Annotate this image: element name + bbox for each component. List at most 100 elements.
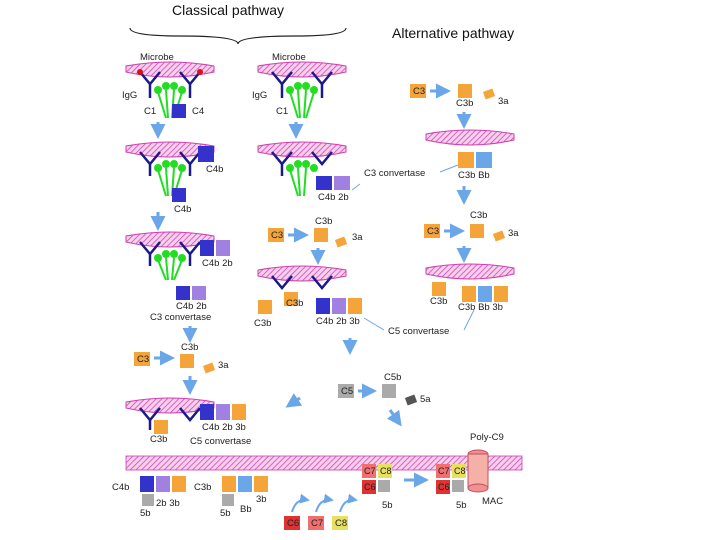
c5b-block [378, 480, 390, 492]
c3b-block [458, 84, 472, 98]
antigen-dot [137, 69, 143, 75]
c5-label: C5 [341, 386, 353, 397]
bb-block [238, 476, 252, 492]
center-c3-cleavage: C3 C3b 3a [268, 216, 363, 248]
c6-label: C6 [438, 482, 450, 492]
microbe-surface [257, 61, 347, 78]
c4-label: C4 [192, 106, 204, 117]
c3b-label-2: C3b [286, 298, 303, 309]
classical-column-2-stage-1: Microbe IgG C1 [252, 52, 347, 119]
antigen-dot [197, 69, 203, 75]
cell-membrane [125, 455, 523, 471]
poly-c9-bottom [467, 483, 489, 493]
pointer-line [463, 309, 475, 331]
c3b-block [462, 286, 476, 302]
igg-label: IgG [122, 90, 137, 101]
c3b-label: C3b [470, 210, 487, 221]
c4b-block [172, 188, 186, 202]
microbe-surface [257, 265, 347, 282]
c2b-block [216, 404, 230, 420]
bb-block [478, 286, 492, 302]
c3a-label: 3a [498, 96, 509, 107]
c5-cleavage: C5 C5b 5a [338, 372, 431, 406]
c1-complex [154, 82, 186, 119]
c3-block [268, 228, 284, 242]
c8-block [378, 464, 392, 478]
membrane-c5-convertase-classical: C4b 5b 2b 3b [112, 476, 186, 519]
c3b-block [458, 152, 474, 168]
c6-c7-c8-sequence: C6 C7 C8 [284, 493, 358, 530]
c3b-block [314, 228, 328, 242]
c7-block [436, 464, 450, 478]
microbe-label: Microbe [272, 52, 306, 63]
c4b2b3b-label: C4b 2b 3b [202, 422, 246, 433]
mem-3b-label: 3b [256, 494, 267, 505]
c3-label: C3 [137, 354, 149, 365]
alternative-pathway-title: Alternative pathway [392, 25, 514, 41]
c3b-block [222, 476, 236, 492]
c3b-label: C3b [456, 98, 473, 109]
c5b-label: C5b [384, 372, 401, 383]
c1-label: C1 [144, 106, 156, 117]
c8-label: C8 [454, 466, 466, 476]
c5a-fragment [404, 394, 418, 406]
microbe-surface [257, 141, 347, 158]
classical-pathway-title: Classical pathway [172, 2, 284, 18]
arrow [285, 393, 303, 408]
arrow [339, 493, 358, 513]
poly-c9-label: Poly-C9 [470, 432, 504, 443]
c3b-block [254, 476, 268, 492]
c2b-block [192, 286, 206, 300]
c4b-label-free: C4b [174, 204, 191, 215]
c3b-block [494, 286, 508, 302]
classical-c3-cleavage: C3 C3b 3a [134, 342, 229, 374]
c7-label: C7 [364, 466, 376, 476]
c8-label: C8 [380, 466, 392, 476]
mem-5b-label-3: 5b [456, 500, 467, 511]
c3b-block [348, 298, 362, 314]
c3bbb-label: C3b Bb [458, 170, 490, 181]
c4b2b-label: C4b 2b [318, 192, 349, 203]
center-c5-convertase: C3b C3b C4b 2b 3b C5 convertase [254, 265, 475, 337]
c3-label: C3 [271, 230, 283, 241]
c4b2b-label: C4b 2b [202, 258, 233, 269]
c5b-block [222, 494, 234, 506]
c3b-label: C3b [254, 318, 271, 329]
c5-convertase-label: C5 convertase [190, 436, 251, 447]
c3b-label: C3b [181, 342, 198, 353]
poly-c9-channel [467, 453, 489, 489]
c4b-block [316, 298, 330, 314]
arrow [291, 493, 310, 513]
c3bbb3b-label: C3b Bb 3b [458, 302, 503, 313]
igg-label: IgG [252, 90, 267, 101]
arrow [386, 409, 402, 427]
c3b-label: C3b [315, 216, 332, 227]
c4b-block [140, 476, 154, 492]
c3b-block [258, 300, 272, 314]
mem-5b-label: 5b [140, 508, 151, 519]
classical-stage-2: C4b C4b [125, 141, 223, 215]
c4b-label: C4b [206, 164, 223, 175]
c3a-fragment [334, 236, 348, 248]
c5-convertase-label-center: C5 convertase [388, 326, 449, 337]
c2b-block [334, 176, 350, 190]
c4b-block [176, 286, 190, 300]
c2b-block [156, 476, 170, 492]
c5-block [338, 384, 354, 398]
c6-block [362, 480, 376, 494]
pointer-line [439, 164, 459, 173]
arrow [315, 493, 334, 513]
c3-block [410, 84, 426, 98]
c3-convertase-label-center: C3 convertase [364, 168, 425, 179]
pointer-line [351, 183, 361, 191]
classical-stage-3: C4b 2b C4b 2b C3 convertase [125, 231, 233, 323]
c6-block [284, 516, 300, 530]
c3b-label: C3b [150, 434, 167, 445]
mem-c4b-label: C4b [112, 482, 129, 493]
c3a-fragment [492, 230, 506, 242]
microbe-label: Microbe [140, 52, 174, 63]
c3b-block [172, 476, 186, 492]
c4b-block [200, 404, 214, 420]
c5b-c6-c7-c8-complex: C7 C8 C6 5b [362, 464, 393, 511]
c3-block [424, 224, 440, 238]
